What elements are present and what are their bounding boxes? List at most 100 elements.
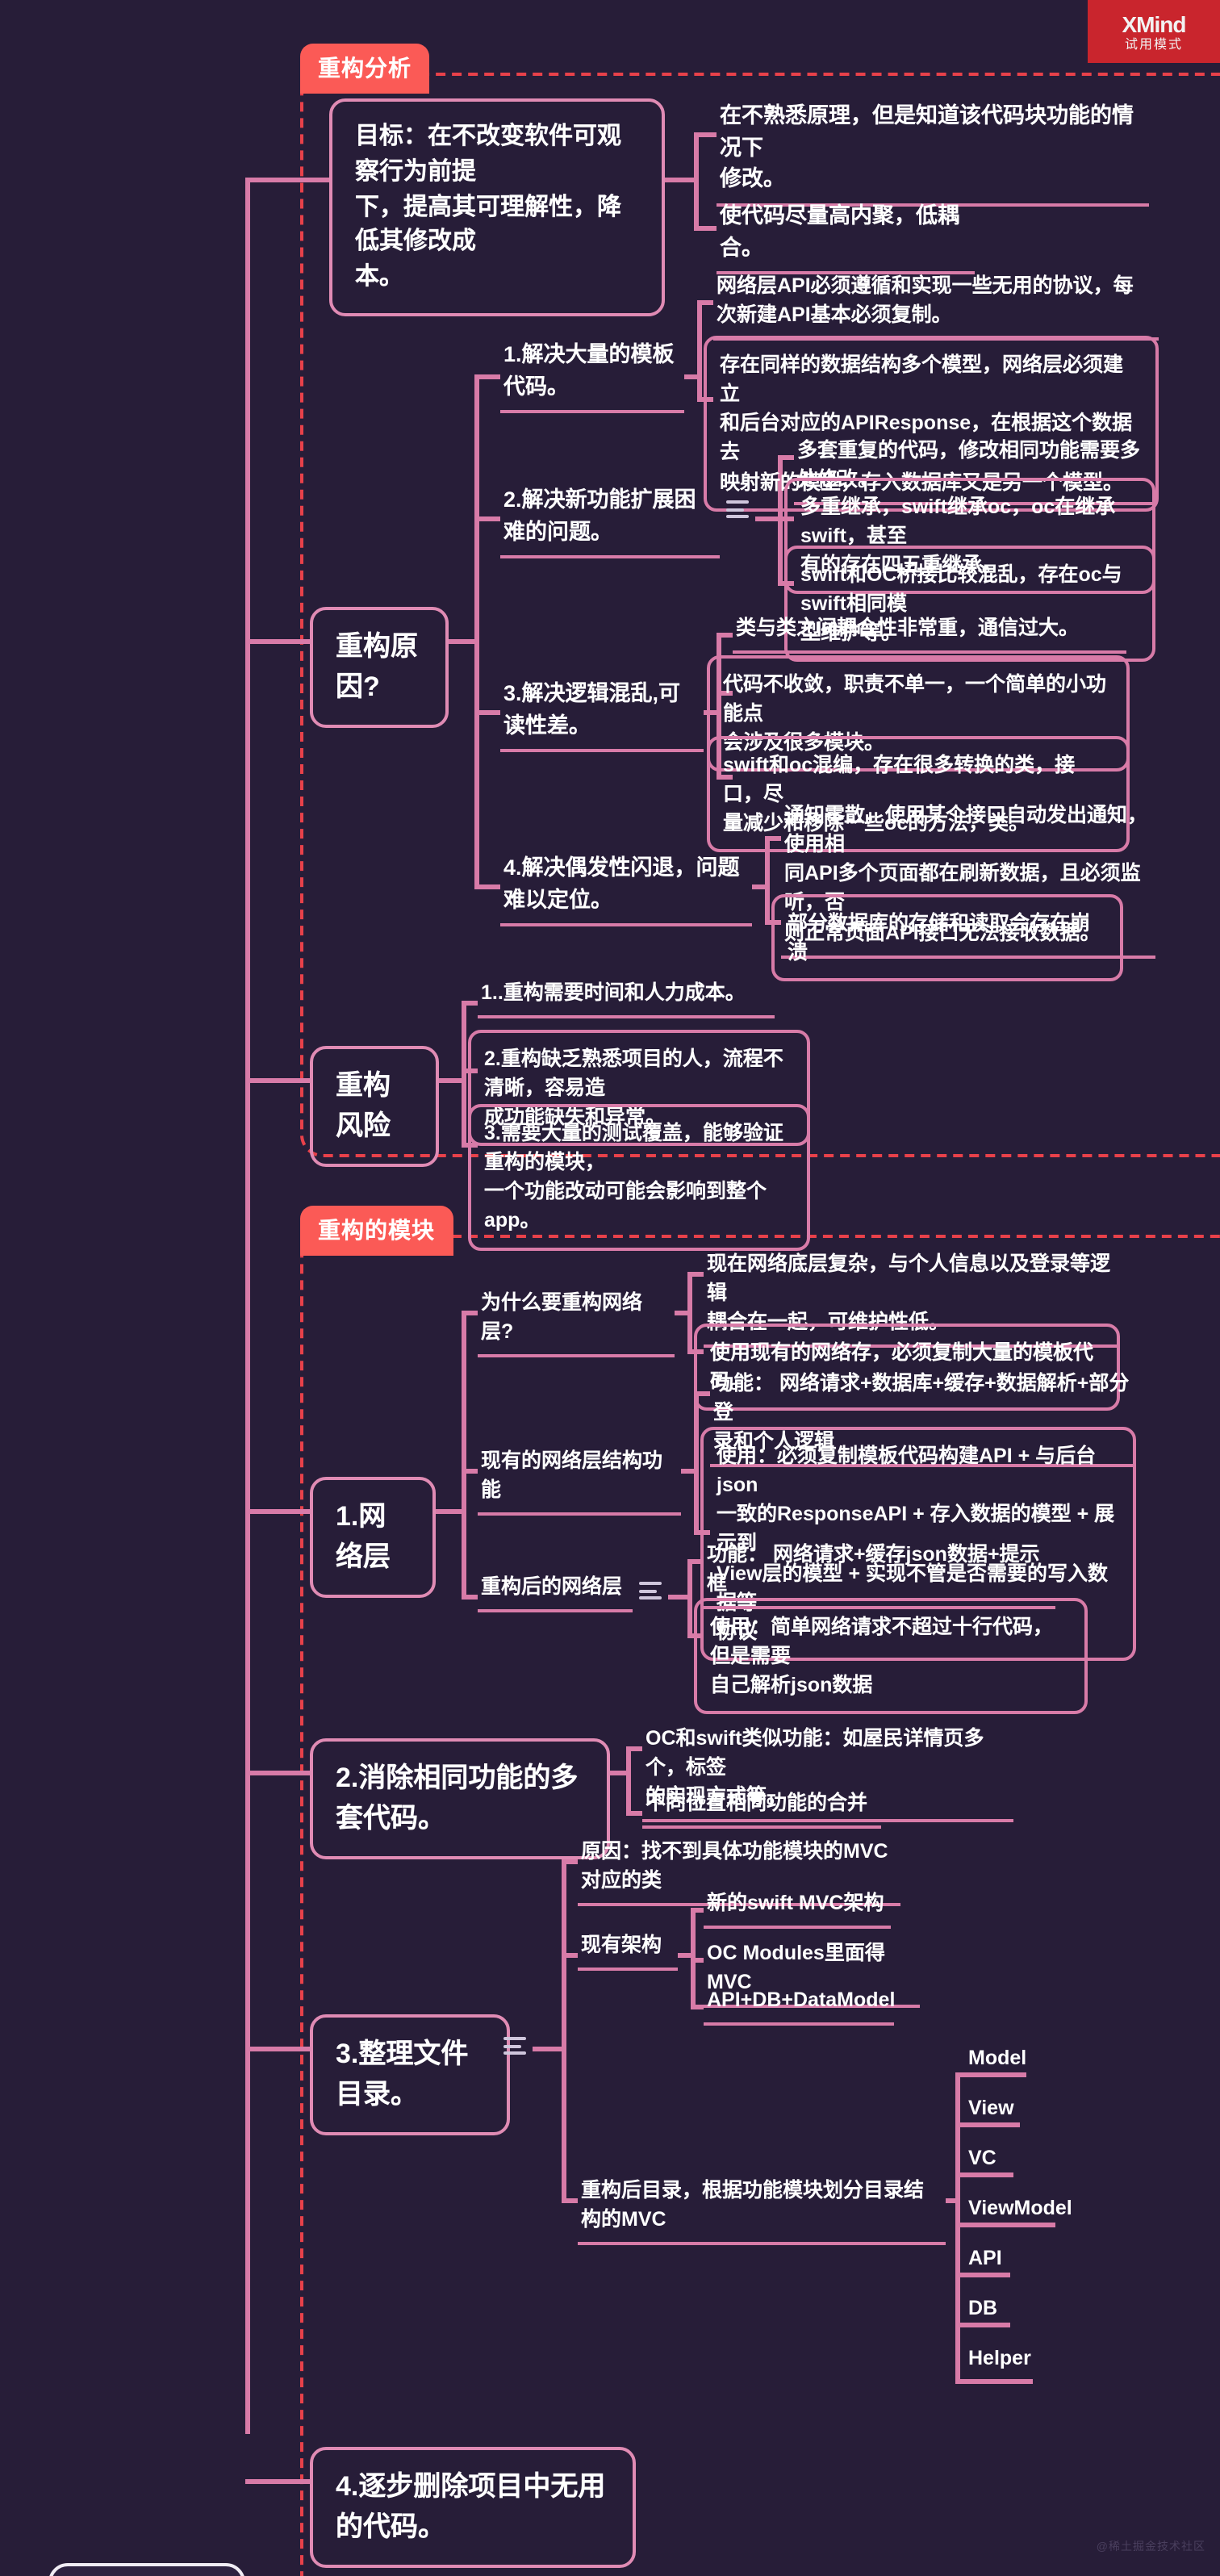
note-network-1-0[interactable]: 功能： 网络请求+数据库+缓存+数据解析+部分登 录和个人逻辑 — [710, 1365, 1133, 1468]
note-reason-2-0[interactable]: 类与类之间耦合性非常重，通信过大。 — [733, 610, 1126, 654]
topic-directory-existing-0[interactable]: 新的swift MVC架构 — [704, 1885, 891, 1930]
topic-directory-existing[interactable]: 现有架构 — [578, 1927, 678, 1972]
connector-network-spine — [462, 1311, 466, 1595]
connector-goal-children-v — [694, 132, 698, 226]
note-reason-2-2[interactable]: swift和oc混编，存在很多转换的类，接口，尽 量减少和移除一些oc的方法，类… — [707, 736, 1130, 853]
connector-network-child-2-spine — [687, 1559, 691, 1633]
connector-network-note-0-0 — [687, 1272, 704, 1276]
topic-mvc-model[interactable]: Model — [968, 2047, 1027, 2069]
topic-directory-after[interactable]: 重构后目录，根据功能模块划分目录结构的MVC — [578, 2172, 946, 2246]
topic-mvc-view[interactable]: View — [968, 2097, 1014, 2119]
connector-reason-item-3-spine — [765, 836, 769, 920]
note-reason-2-1[interactable]: 代码不收敛，职责不单一，一个简单的小功能点 会涉及很多模块。 — [707, 655, 1130, 772]
connector-reason-note-0-0 — [697, 300, 713, 304]
topic-reason-item-0[interactable]: 1.解决大量的模板代码。 — [500, 336, 684, 414]
topic-reason[interactable]: 重构原因? — [310, 607, 449, 729]
connector-directory-out — [533, 2047, 562, 2051]
connector-network-child-0-spine — [687, 1272, 691, 1349]
note-duplicate-1[interactable]: 不同位置相同功能的合并 — [642, 1785, 881, 1830]
connector-network-child-2 — [462, 1595, 478, 1599]
note-directory-reason[interactable]: 原因：找不到具体功能模块的MVC对应的类 — [578, 1834, 900, 1907]
topic-reason-item-2[interactable]: 3.解决逻辑混乱,可读性差。 — [500, 675, 704, 753]
topic-risk[interactable]: 重构风险 — [310, 1046, 439, 1168]
connector-reason-item-3-out — [752, 884, 765, 889]
topic-risk-item-2[interactable]: 3.需要大量的测试覆盖，能够验证重构的模块， 一个功能改动可能会影响到整个app… — [468, 1104, 810, 1250]
connector-goal-children — [665, 178, 694, 182]
topic-network-child-1[interactable]: 现有的网络层结构功能 — [478, 1443, 681, 1516]
root-topic[interactable]: iOS重构 — [48, 2563, 245, 2576]
topic-network[interactable]: 1.网络层 — [310, 1477, 436, 1599]
topic-risk-item-1[interactable]: 2.重构缺乏熟悉项目的人，流程不清晰，容易造 成功能缺失和异常。 — [468, 1030, 810, 1147]
connector-reason-note-1-0 — [778, 455, 794, 459]
note-reason-3-0[interactable]: 通知零散，使用某个接口自动发出通知，使用相 同API多个页面都在刷新数据，且必须… — [781, 797, 1155, 959]
connector-reason-note-2-2 — [717, 775, 733, 779]
topic-directory-existing-2[interactable]: API+DB+DataModel — [704, 1982, 895, 2026]
note-network-2-0[interactable]: 功能： 网络请求+缓存json数据+提示框 — [704, 1537, 1055, 1610]
list-icon-network-child-2 — [639, 1582, 662, 1600]
connector-directory-existing-0 — [691, 1908, 704, 1912]
topic-mvc-helper[interactable]: Helper — [968, 2347, 1031, 2369]
topic-network-child-0[interactable]: 为什么要重构网络层? — [478, 1285, 675, 1358]
connector-reason-note-2-1 — [717, 691, 733, 695]
connector-network — [245, 1509, 310, 1513]
connector-mvc-3 — [955, 2223, 1055, 2227]
topic-reason-item-3[interactable]: 4.解决偶发性闪退，问题难以定位。 — [500, 849, 752, 927]
topic-network-child-2[interactable]: 重构后的网络层 — [478, 1569, 633, 1613]
topic-remove[interactable]: 4.逐步删除项目中无用的代码。 — [310, 2447, 636, 2569]
topic-mvc-viewmodel[interactable]: ViewModel — [968, 2197, 1072, 2219]
connector-mvc-2 — [955, 2172, 1013, 2177]
note-duplicate-0[interactable]: OC和swift类似功能：如屋民详情页多个，标签 的实现方式等。 — [642, 1721, 1013, 1823]
connector-reason-item-2-out — [704, 710, 717, 714]
topic-directory-existing-1[interactable]: OC Modules里面得MVC — [704, 1935, 920, 2009]
topic-mvc-db[interactable]: DB — [968, 2297, 998, 2319]
note-network-1-1[interactable]: 使用：必须复制模板代码构建API + 与后台json 一致的ResponseAP… — [700, 1427, 1136, 1661]
list-icon-directory — [503, 2037, 526, 2055]
note-reason-0-1[interactable]: 存在同样的数据结构多个模型，网络层必须建立 和后台对应的APIResponse，… — [704, 336, 1159, 512]
note-network-0-0[interactable]: 现在网络底层复杂，与个人信息以及登录等逻辑 耦合在一起，可维护性低。 — [704, 1246, 1120, 1349]
xmind-trial-label: 试用模式 — [1125, 36, 1183, 51]
connector-goal-note-0 — [694, 132, 717, 136]
list-icon-reason-item-1 — [726, 500, 749, 518]
connector-risk-item-0 — [462, 1001, 478, 1005]
connector-reason-item-3 — [474, 884, 500, 889]
connector-directory-existing-1 — [691, 1958, 704, 1962]
connector-reason-spine — [474, 374, 478, 884]
connector-remove — [245, 2479, 310, 2483]
topic-mvc-api[interactable]: API — [968, 2247, 1002, 2269]
connector-directory-after — [562, 2198, 578, 2202]
connector-network-child-1 — [462, 1469, 478, 1473]
connector-directory-spine — [562, 1859, 566, 2198]
connector-reason-item-2 — [474, 710, 500, 714]
note-network-2-1[interactable]: 使用：简单网络请求不超过十行代码，但是需要 自己解析json数据 — [694, 1598, 1088, 1715]
connector-network-child-0 — [462, 1311, 478, 1315]
note-network-0-1[interactable]: 使用现有的网络存，必须复制大量的模板代码。 — [694, 1324, 1120, 1411]
note-reason-1-1[interactable]: 多重继承，swift继承oc，oc在继承swift，甚至 有的存在四五重继承。 — [784, 478, 1155, 595]
connector-duplicate-note-1 — [626, 1811, 642, 1815]
connector-reason-note-3-0 — [765, 836, 781, 840]
connector-directory-existing-spine — [691, 1908, 695, 2005]
note-goal-1[interactable]: 使代码尽量高内聚，低耦合。 — [717, 197, 975, 275]
topic-duplicate[interactable]: 2.消除相同功能的多套代码。 — [310, 1738, 610, 1860]
connector-directory — [245, 2047, 310, 2051]
topic-directory[interactable]: 3.整理文件目录。 — [310, 2014, 510, 2136]
note-goal-0[interactable]: 在不熟悉原理，但是知道该代码块功能的情况下 修改。 — [717, 97, 1149, 207]
note-reason-1-2[interactable]: swift和OC桥接比较混乱，存在oc与swift相同模 型维护等。 — [784, 546, 1155, 663]
connector-network-note-1-0 — [694, 1391, 710, 1395]
topic-mvc-vc[interactable]: VC — [968, 2147, 996, 2169]
connector-network-out — [436, 1509, 462, 1513]
boundary-analysis — [300, 73, 1220, 1157]
topic-reason-item-1[interactable]: 2.解决新功能扩展困难的问题。 — [500, 481, 720, 559]
topic-goal[interactable]: 目标：在不改变软件可观察行为前提 下，提高其可理解性，降低其修改成 本。 — [329, 98, 665, 316]
connector-risk-out — [439, 1078, 462, 1082]
connector-directory-existing-out — [678, 1953, 691, 1957]
note-reason-3-1[interactable]: 部分数据库的存储和读取会存在崩溃 — [771, 894, 1123, 982]
connector-goal-note-1 — [694, 226, 717, 230]
boundary-modules — [300, 1235, 1220, 2576]
note-reason-0-0[interactable]: 网络层API必须遵循和实现一些无用的协议，每 次新建API基本必须复制。 — [713, 268, 1159, 341]
connector-reason-item-0 — [474, 374, 500, 378]
connector-directory-reason — [562, 1859, 578, 1863]
connector-reason — [245, 639, 310, 643]
topic-risk-item-0[interactable]: 1..重构需要时间和人力成本。 — [478, 975, 775, 1019]
connector-goal — [245, 178, 329, 182]
connector-mvc-5 — [955, 2323, 1010, 2327]
